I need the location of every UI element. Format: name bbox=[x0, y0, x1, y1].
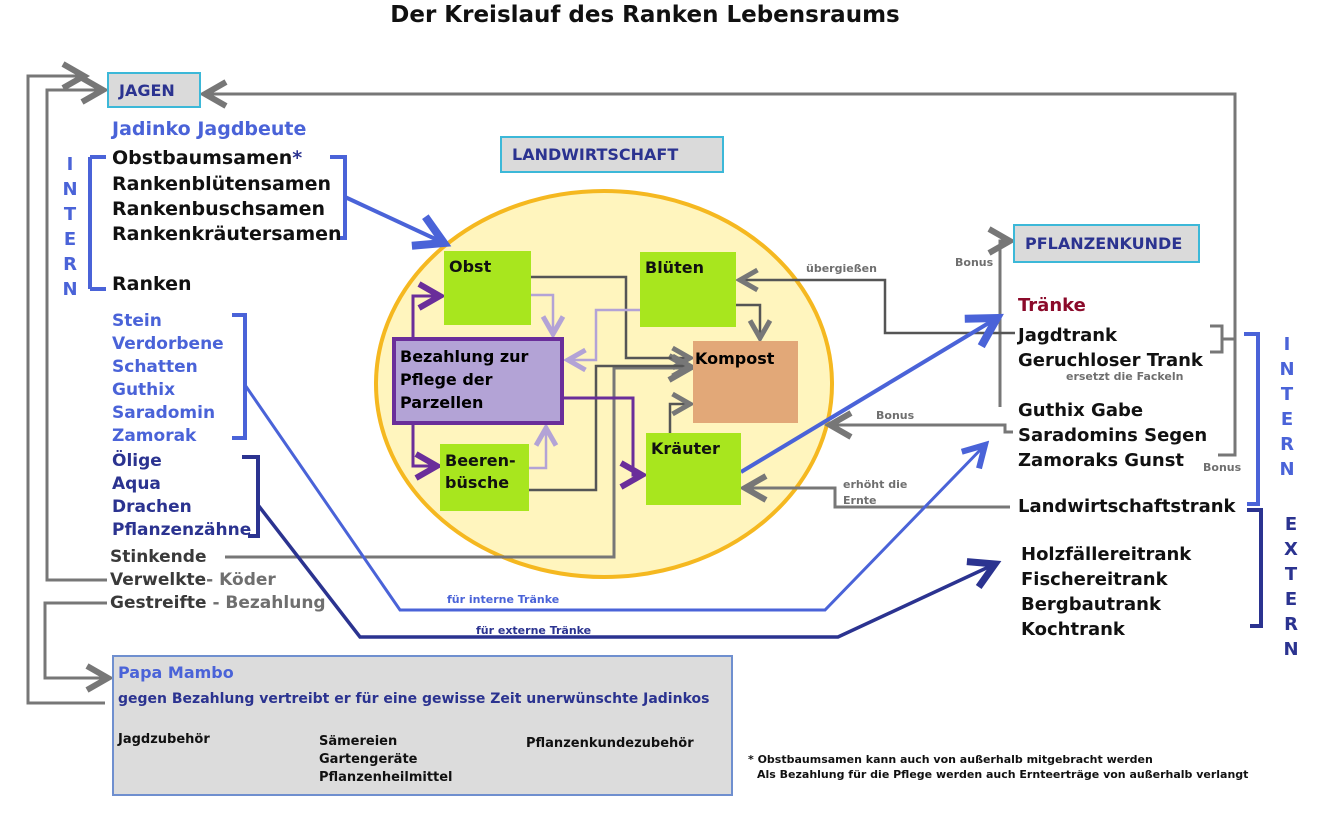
plot-kraeuter: Kräuter bbox=[646, 433, 741, 505]
letter: T bbox=[63, 204, 77, 225]
item: Sämereien bbox=[319, 734, 398, 749]
jadinko-item: Guthix bbox=[112, 380, 176, 400]
footnote: * Obstbaumsamen kann auch von außerhalb … bbox=[748, 752, 1248, 782]
potion-item: Holzfällereitrank bbox=[1021, 544, 1192, 565]
kompost-box: Kompost bbox=[693, 341, 798, 423]
section-pflanzenkunde: PFLANZENKUNDE bbox=[1013, 224, 1200, 263]
section-jagen: JAGEN bbox=[107, 72, 201, 108]
letter: T bbox=[1280, 384, 1294, 405]
potion-item: Kochtrank bbox=[1021, 619, 1125, 640]
mambo-col1: Jagdzubehör bbox=[118, 732, 210, 747]
ranken: Ranken bbox=[112, 273, 192, 295]
label: erhöht die bbox=[843, 478, 908, 491]
letter: E bbox=[63, 229, 77, 250]
letter: I bbox=[1283, 334, 1291, 355]
label: Ernte bbox=[843, 494, 877, 507]
gestreifte-label: Gestreifte bbox=[110, 593, 207, 613]
edge-interne: für interne Tränke bbox=[447, 593, 560, 606]
jadinko-item: Verdorbene bbox=[112, 334, 224, 354]
potion-item: Geruchloser Trank bbox=[1018, 350, 1203, 371]
letter: E bbox=[1284, 514, 1298, 535]
edge-bonus: Bonus bbox=[1203, 461, 1242, 474]
footnote-line: Als Bezahlung für die Pflege werden auch… bbox=[757, 768, 1249, 781]
gestreifte: Gestreifte - Bezahlung bbox=[110, 595, 326, 612]
seed-label: Obstbaumsamen bbox=[112, 147, 293, 169]
potion-item: Saradomins Segen bbox=[1018, 425, 1208, 446]
label: Beeren- bbox=[445, 451, 516, 470]
jadinko-item: Stein bbox=[112, 311, 162, 331]
label: Parzellen bbox=[400, 393, 484, 412]
koeder-label: - Köder bbox=[206, 570, 276, 590]
verwelkte: Verwelkte- Köder bbox=[110, 572, 276, 589]
letter: N bbox=[62, 279, 78, 300]
verwelkte-label: Verwelkte bbox=[110, 570, 207, 590]
potion-item: Zamoraks Gunst bbox=[1018, 450, 1185, 471]
letter: T bbox=[1284, 564, 1298, 585]
letter: I bbox=[66, 154, 74, 175]
mambo-col3: Pflanzenkundezubehör bbox=[526, 736, 694, 751]
letter: R bbox=[63, 254, 77, 275]
letter: E bbox=[1280, 409, 1294, 430]
loot-heading: Jadinko Jagdbeute bbox=[112, 118, 307, 140]
edge-bonus: Bonus bbox=[876, 409, 915, 422]
jadinko-item: Drachen bbox=[112, 497, 192, 517]
footnote-line: * Obstbaumsamen kann auch von außerhalb … bbox=[748, 753, 1153, 766]
landwirtschaftstrank: Landwirtschaftstrank bbox=[1018, 496, 1236, 517]
seed-item: Rankenbuschsamen bbox=[112, 198, 326, 220]
ersetzt-note: ersetzt die Fackeln bbox=[1066, 370, 1184, 383]
asterisk: * bbox=[292, 147, 303, 169]
mambo-desc: gegen Bezahlung vertreibt er für eine ge… bbox=[118, 691, 710, 707]
seed-item: Rankenkräutersamen bbox=[112, 223, 342, 245]
edge-uebergiessen: übergießen bbox=[806, 262, 877, 275]
label: büsche bbox=[445, 473, 510, 492]
plot-blueten: Blüten bbox=[640, 252, 736, 327]
jadinko-item: Pflanzenzähne bbox=[112, 520, 252, 540]
letter: N bbox=[1283, 639, 1299, 660]
bezahlung-label: - Bezahlung bbox=[212, 593, 326, 613]
potion-item: Fischereitrank bbox=[1021, 569, 1168, 590]
seed-item: Rankenblütensamen bbox=[112, 173, 331, 195]
letter: N bbox=[62, 179, 78, 200]
section-landwirtschaft: LANDWIRTSCHAFT bbox=[500, 136, 724, 173]
potion-item: Guthix Gabe bbox=[1018, 400, 1144, 421]
letter: N bbox=[1279, 459, 1295, 480]
mambo-title: Papa Mambo bbox=[118, 663, 234, 682]
plot-obst: Obst bbox=[444, 251, 531, 325]
jadinko-item: Schatten bbox=[112, 357, 198, 377]
jadinko-item: Ölige bbox=[112, 451, 162, 471]
diagram-title: Der Kreislauf des Ranken Lebensraums bbox=[390, 2, 900, 28]
plot-beerenbuesche: Beeren-büsche bbox=[440, 444, 529, 511]
jadinko-item: Zamorak bbox=[112, 426, 197, 446]
letter: X bbox=[1284, 539, 1298, 560]
item: Gartengeräte bbox=[319, 752, 418, 767]
letter: R bbox=[1284, 614, 1298, 635]
papa-mambo-box: Papa Mambo gegen Bezahlung vertreibt er … bbox=[112, 655, 733, 796]
letter: E bbox=[1284, 589, 1298, 610]
edge-bonus: Bonus bbox=[955, 256, 994, 269]
letter: R bbox=[1280, 434, 1294, 455]
jadinko-item: Saradomin bbox=[112, 403, 216, 423]
item: Pflanzenheilmittel bbox=[319, 770, 453, 785]
stinkende: Stinkende bbox=[110, 547, 207, 567]
traenke-heading: Tränke bbox=[1018, 295, 1086, 316]
letter: N bbox=[1279, 359, 1295, 380]
seed-item: Obstbaumsamen* bbox=[112, 149, 302, 168]
potion-item: Jagdtrank bbox=[1018, 325, 1118, 346]
label: Bezahlung zur bbox=[400, 347, 529, 366]
edge-externe: für externe Tränke bbox=[476, 624, 592, 637]
potion-item: Bergbautrank bbox=[1021, 594, 1161, 615]
jadinko-item: Aqua bbox=[112, 474, 161, 494]
label: Pflege der bbox=[400, 370, 493, 389]
